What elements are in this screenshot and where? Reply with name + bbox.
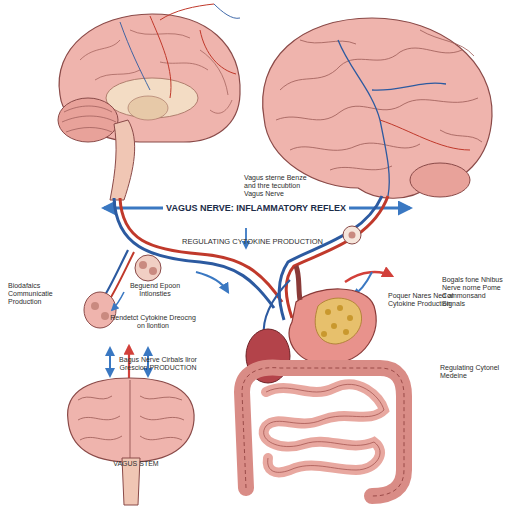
annotation-label: Biodafaics Communicatie Production (8, 282, 70, 306)
ganglion (135, 255, 161, 281)
fat-dot (325, 309, 331, 315)
cerebellum (410, 163, 470, 197)
small-intestine (264, 384, 384, 472)
brainstem (110, 120, 135, 200)
fat-dot (331, 323, 337, 329)
ganglion-cell (149, 267, 157, 275)
midline (130, 380, 131, 460)
sagittal-brain (58, 4, 240, 200)
vessel-red (380, 120, 470, 150)
large-intestine-edge (242, 368, 404, 496)
fat-tissue (315, 298, 361, 344)
stomach (289, 289, 376, 364)
flow-arrow (196, 272, 228, 292)
brain-outline (68, 378, 194, 462)
esophagus (296, 266, 300, 300)
fat-dot (347, 315, 353, 321)
annotation-label: Rendetct Cytokine Dreocng on llontion (110, 314, 196, 330)
fat-dot (337, 305, 343, 311)
flow-arrow (112, 292, 124, 310)
brain-outline (263, 18, 492, 198)
large-intestine (242, 368, 404, 496)
intestines (242, 368, 404, 496)
fat-dot (343, 329, 349, 335)
organ-cell (91, 302, 99, 310)
nerve-blue (114, 198, 274, 308)
ganglion-cell (139, 261, 147, 269)
small-organ (84, 292, 116, 328)
ganglion-cell (349, 232, 356, 239)
small-intestine-edge (264, 384, 384, 472)
annotation-label: Regulating Cytonel Medeine (440, 364, 504, 380)
updown-arrow (109, 348, 111, 376)
annotation-label: Bagus Nerve Cirbals liror Grescion PRODU… (116, 356, 200, 372)
annotation-label: Vagus sterne Benze and thre tecubtion Va… (244, 174, 316, 198)
cerebellum-folds (62, 106, 116, 132)
fat-dots (321, 305, 353, 337)
cerebellum (58, 98, 118, 142)
lateral-brain (263, 18, 492, 198)
coronal-brain (68, 378, 194, 505)
gyri-lines (80, 30, 232, 113)
nerve-branch (264, 280, 290, 336)
annotation-label: Beguend Epoon Intlonsties (120, 282, 190, 298)
nerve-branch (108, 252, 134, 302)
fat-dot (321, 331, 327, 337)
ganglion (343, 226, 361, 244)
annotation-label: REGULATING CYTOKINE PRODUCTION (182, 238, 352, 246)
vessel-blue (120, 4, 240, 90)
annotation-label: Poquer Nares Ned al Cytokine Production (388, 292, 460, 308)
vessel-red (150, 4, 236, 98)
vessel-blue (338, 40, 446, 196)
organ-cell (101, 312, 109, 320)
gyri-lines (276, 30, 482, 170)
thalamus (128, 96, 168, 120)
annotation-label: VAGUS STEM (100, 460, 172, 468)
gyri-lines (78, 396, 184, 440)
diagram-title: VAGUS NERVE: INFLAMMATORY REFLEX (163, 203, 349, 213)
